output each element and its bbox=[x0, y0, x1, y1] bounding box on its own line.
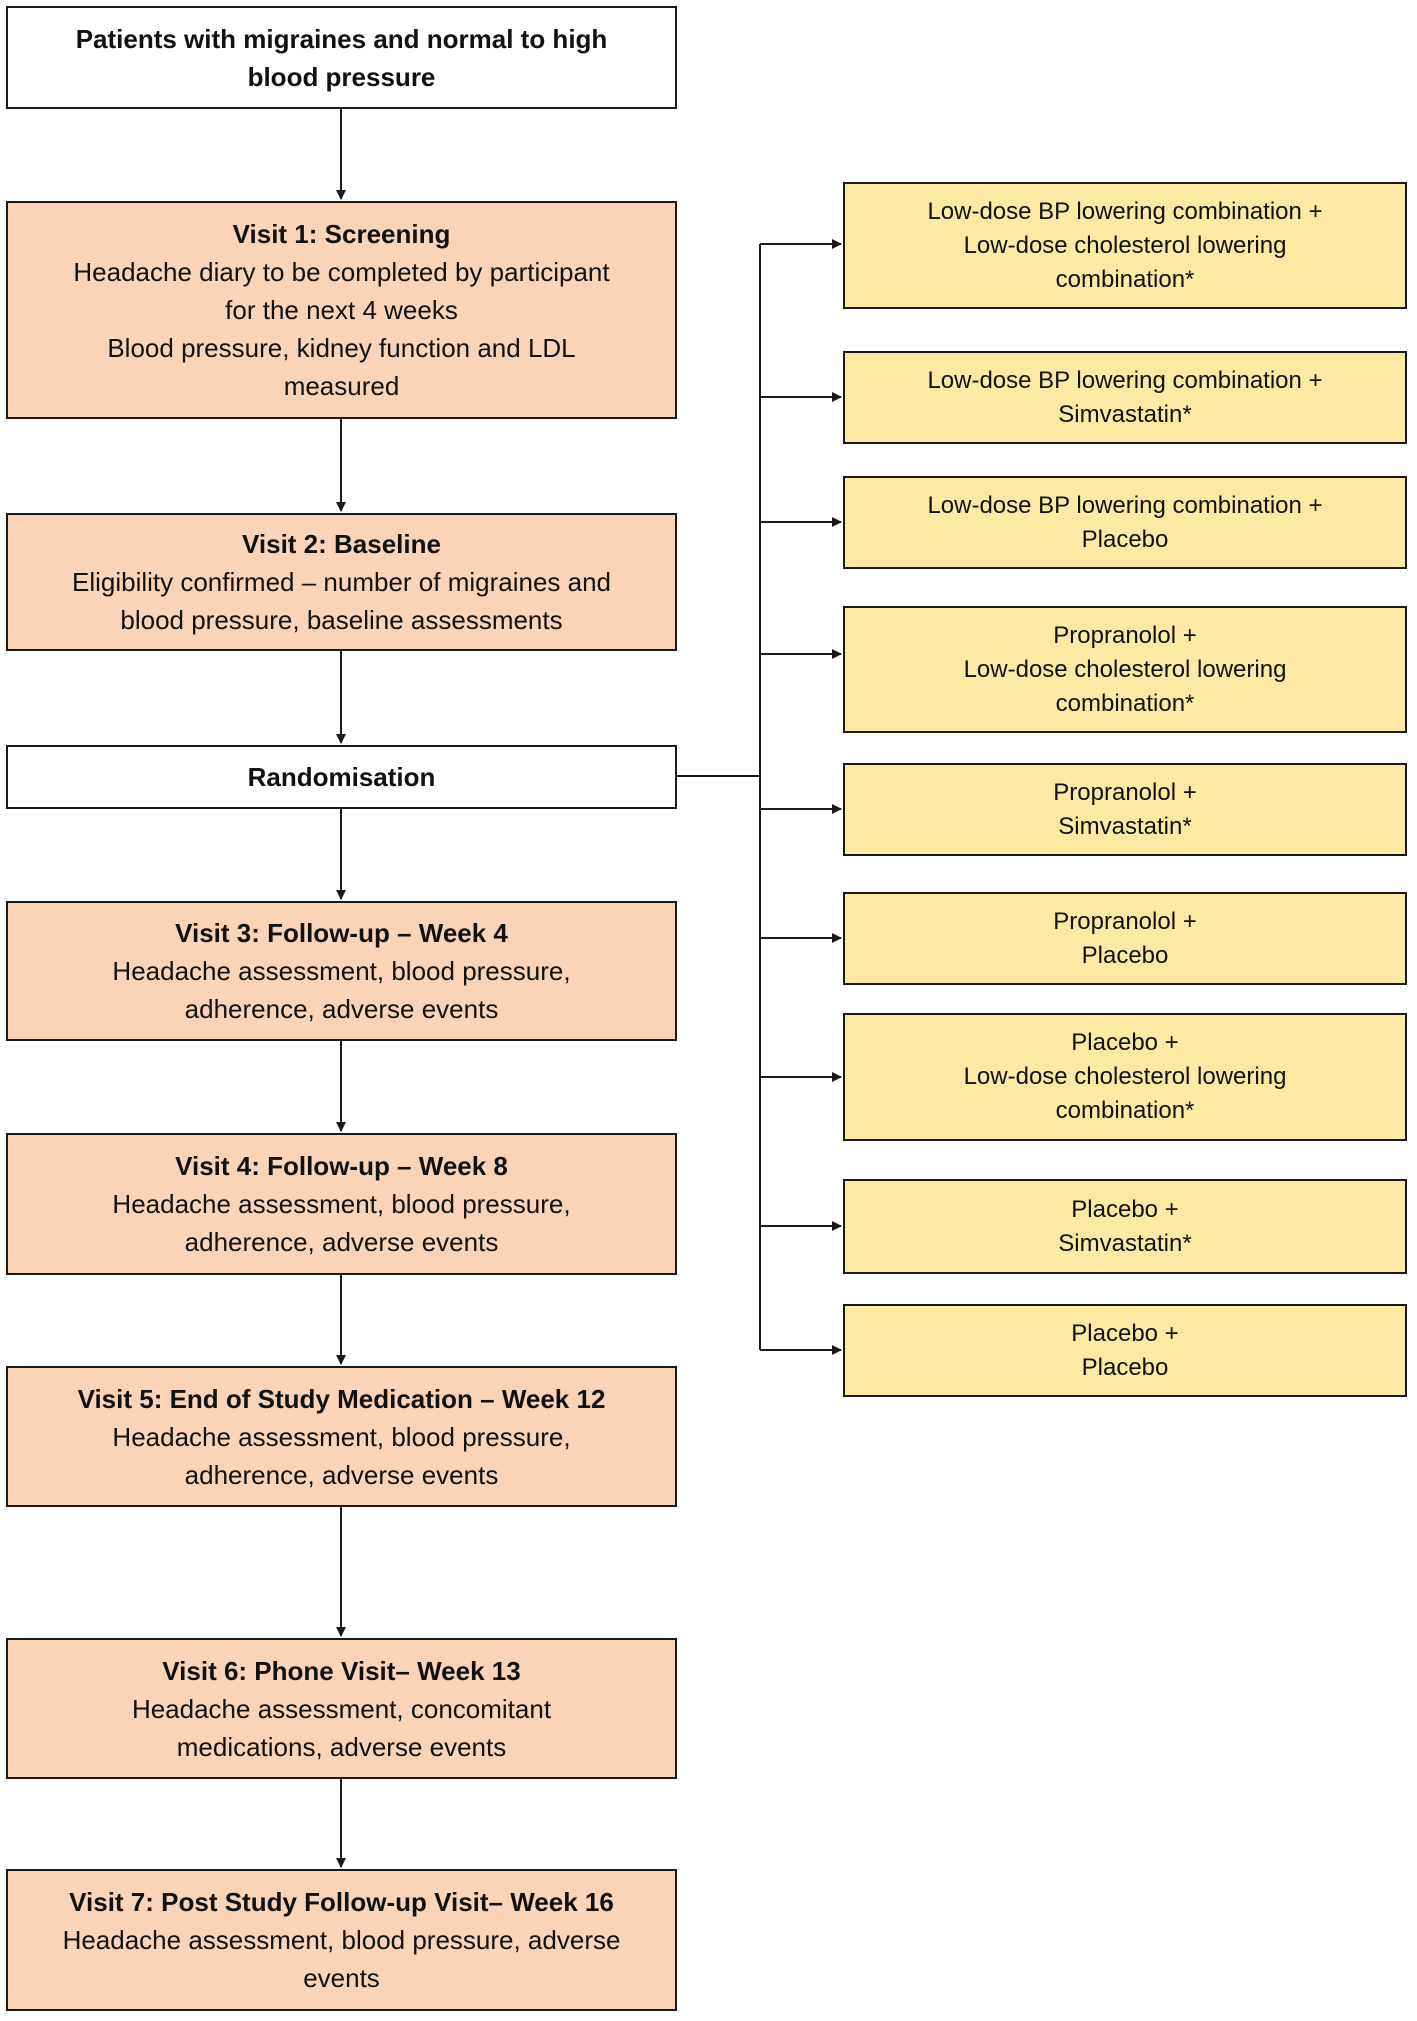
arm-8-line-1: Placebo + bbox=[1071, 1195, 1179, 1223]
arm-3-box: Low-dose BP lowering combination + Place… bbox=[843, 476, 1407, 569]
visit1-box: Visit 1: Screening Headache diary to be … bbox=[6, 201, 677, 419]
visit7-line-2: events bbox=[303, 1963, 380, 1993]
arm-7-box: Placebo + Low-dose cholesterol lowering … bbox=[843, 1013, 1407, 1141]
visit3-title: Visit 3: Follow-up – Week 4 bbox=[175, 918, 508, 948]
arm-6-line-1: Propranolol + bbox=[1053, 907, 1197, 935]
visit6-box: Visit 6: Phone Visit– Week 13 Headache a… bbox=[6, 1638, 677, 1779]
visit6-line-2: medications, adverse events bbox=[176, 1731, 507, 1762]
arm-3-line-1: Low-dose BP lowering combination + bbox=[927, 491, 1323, 519]
start-line-1: Patients with migraines and normal to hi… bbox=[75, 23, 608, 54]
arm-7-line-3: combination* bbox=[1055, 1097, 1195, 1124]
arm-6-line-2: Placebo bbox=[1081, 941, 1169, 969]
visit6-line-1: Headache assessment, concomitant bbox=[131, 1693, 552, 1724]
arm-6-box: Propranolol + Placebo bbox=[843, 892, 1407, 985]
arm-9-line-2: Placebo bbox=[1081, 1353, 1169, 1381]
visit1-line-2: for the next 4 weeks bbox=[225, 295, 458, 325]
arm-1-box: Low-dose BP lowering combination + Low-d… bbox=[843, 182, 1407, 309]
visit1-line-3: Blood pressure, kidney function and LDL bbox=[107, 333, 576, 363]
arm-5-line-1: Propranolol + bbox=[1053, 778, 1197, 806]
visit4-line-1: Headache assessment, blood pressure, bbox=[112, 1189, 571, 1219]
visit7-line-1: Headache assessment, blood pressure, adv… bbox=[62, 1925, 621, 1955]
arm-9-line-1: Placebo + bbox=[1071, 1319, 1179, 1347]
arm-7-line-2: Low-dose cholesterol lowering bbox=[963, 1063, 1287, 1090]
arm-8-box: Placebo + Simvastatin* bbox=[843, 1179, 1407, 1274]
visit4-line-2: adherence, adverse events bbox=[184, 1227, 499, 1257]
visit5-title: Visit 5: End of Study Medication – Week … bbox=[77, 1383, 606, 1414]
visit1-title: Visit 1: Screening bbox=[232, 219, 451, 249]
visit1-line-1: Headache diary to be completed by partic… bbox=[73, 257, 610, 287]
visit3-box: Visit 3: Follow-up – Week 4 Headache ass… bbox=[6, 901, 677, 1041]
visit4-box: Visit 4: Follow-up – Week 8 Headache ass… bbox=[6, 1133, 677, 1275]
arm-1-line-3: combination* bbox=[1055, 265, 1195, 293]
visit2-title: Visit 2: Baseline bbox=[242, 529, 441, 559]
arm-1-line-2: Low-dose cholesterol lowering bbox=[963, 231, 1287, 259]
visit7-box: Visit 7: Post Study Follow-up Visit– Wee… bbox=[6, 1869, 677, 2011]
visit3-line-1: Headache assessment, blood pressure, bbox=[112, 956, 571, 986]
start-line-2: blood pressure bbox=[247, 61, 436, 92]
visit2-box: Visit 2: Baseline Eligibility confirmed … bbox=[6, 513, 677, 651]
arm-4-line-1: Propranolol + bbox=[1053, 621, 1197, 649]
start-box: Patients with migraines and normal to hi… bbox=[6, 6, 677, 109]
visit7-title: Visit 7: Post Study Follow-up Visit– Wee… bbox=[69, 1887, 614, 1917]
randomisation-box: Randomisation bbox=[6, 745, 677, 809]
visit1-line-4: measured bbox=[283, 371, 400, 401]
visit6-title: Visit 6: Phone Visit– Week 13 bbox=[162, 1655, 521, 1686]
visit5-box: Visit 5: End of Study Medication – Week … bbox=[6, 1366, 677, 1507]
visit5-line-1: Headache assessment, blood pressure, bbox=[112, 1421, 571, 1452]
arm-2-line-1: Low-dose BP lowering combination + bbox=[927, 366, 1323, 394]
arm-4-box: Propranolol + Low-dose cholesterol lower… bbox=[843, 606, 1407, 733]
arm-9-box: Placebo + Placebo bbox=[843, 1304, 1407, 1397]
randomisation-label: Randomisation bbox=[247, 762, 436, 792]
arm-7-line-1: Placebo + bbox=[1071, 1029, 1179, 1056]
arm-4-line-2: Low-dose cholesterol lowering bbox=[963, 655, 1287, 683]
arm-5-box: Propranolol + Simvastatin* bbox=[843, 763, 1407, 856]
visit2-line-2: blood pressure, baseline assessments bbox=[120, 605, 563, 635]
visit2-line-1: Eligibility confirmed – number of migrai… bbox=[71, 567, 612, 597]
arm-4-line-3: combination* bbox=[1055, 689, 1195, 717]
visit4-title: Visit 4: Follow-up – Week 8 bbox=[175, 1151, 508, 1181]
arm-1-line-1: Low-dose BP lowering combination + bbox=[927, 197, 1323, 225]
arm-2-line-2: Simvastatin* bbox=[1058, 400, 1192, 428]
visit5-line-2: adherence, adverse events bbox=[184, 1459, 499, 1490]
arm-8-line-2: Simvastatin* bbox=[1058, 1229, 1192, 1257]
arm-3-line-2: Placebo bbox=[1081, 525, 1169, 553]
arm-2-box: Low-dose BP lowering combination + Simva… bbox=[843, 351, 1407, 444]
arm-5-line-2: Simvastatin* bbox=[1058, 812, 1192, 840]
visit3-line-2: adherence, adverse events bbox=[184, 994, 499, 1024]
